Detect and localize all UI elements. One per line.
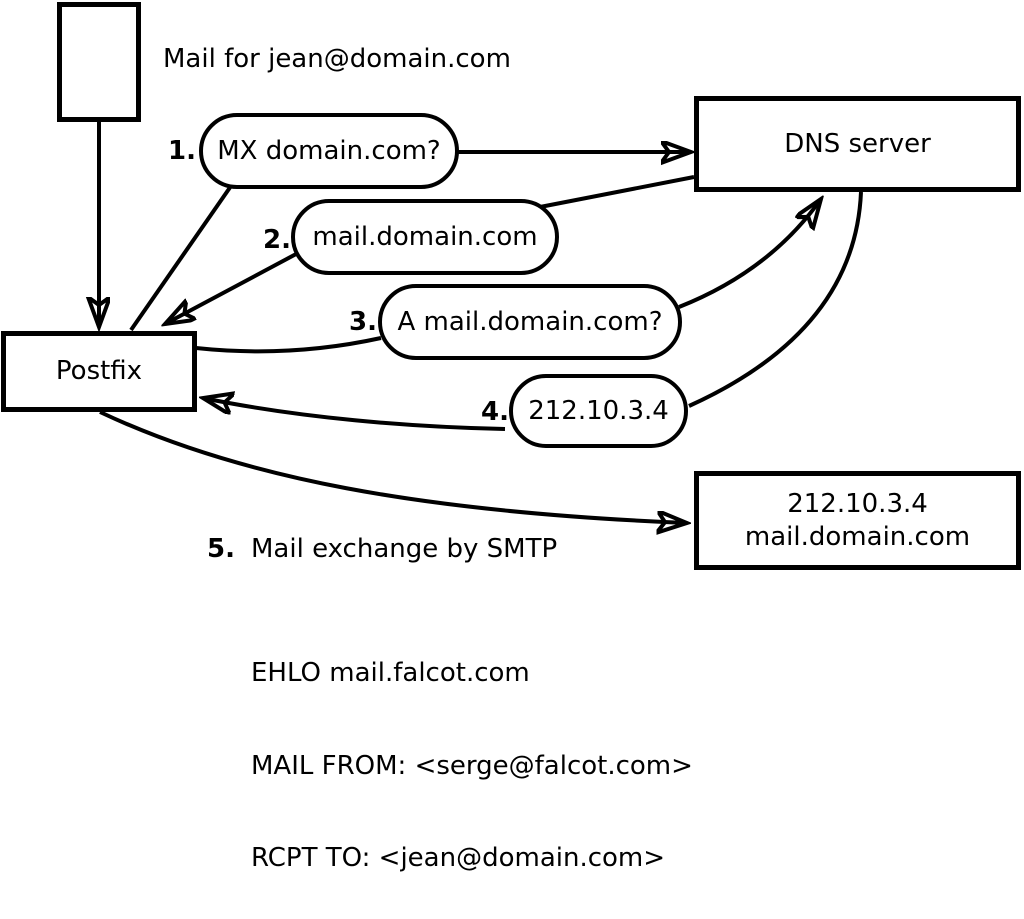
step-2-bubble: mail.domain.com [291, 199, 559, 275]
line-postfix-to-query3 [195, 336, 382, 354]
mail-server-ip: 212.10.3.4 [787, 488, 928, 519]
step-3-number: 3. [349, 307, 377, 337]
arrow-query3-to-dns [678, 199, 821, 309]
dns-server-box: DNS server [694, 96, 1021, 192]
postfix-box: Postfix [1, 331, 197, 412]
mail-for-label: Mail for jean@domain.com [163, 44, 511, 74]
arrow-answer4-to-postfix [203, 398, 506, 431]
step-3-bubble: A mail.domain.com? [378, 284, 682, 360]
postfix-box-label: Postfix [55, 356, 143, 386]
step-1-number: 1. [168, 136, 196, 166]
mail-server-box: 212.10.3.4 mail.domain.com [694, 471, 1021, 570]
step-2-label: mail.domain.com [312, 222, 538, 252]
line-postfix-to-query1 [129, 184, 233, 332]
step-1-label: MX domain.com? [217, 136, 441, 166]
step-1-bubble: MX domain.com? [199, 113, 459, 189]
step-5-number: 5. [207, 534, 235, 564]
line-dns-to-answer4 [688, 191, 863, 408]
step-4-number: 4. [481, 397, 509, 427]
step-2-number: 2. [263, 225, 291, 255]
smtp-session-line: RCPT TO: <jean@domain.com> [251, 843, 666, 873]
step-3-label: A mail.domain.com? [397, 307, 663, 337]
step-4-label: 212.10.3.4 [528, 396, 669, 426]
smtp-session-block: EHLO mail.falcot.com MAIL FROM: <serge@f… [251, 597, 693, 919]
arrow-answer2-to-postfix [165, 251, 299, 324]
step-5-label: Mail exchange by SMTP [251, 534, 558, 564]
mail-server-hostname: mail.domain.com [744, 521, 971, 552]
arrow-postfix-to-mailserver [99, 410, 687, 523]
step-4-bubble: 212.10.3.4 [509, 374, 688, 448]
dns-server-box-label: DNS server [784, 128, 931, 159]
line-dns-to-answer2 [539, 175, 695, 209]
smtp-session-line: MAIL FROM: <serge@falcot.com> [251, 750, 693, 781]
mail-message-icon [57, 2, 141, 122]
smtp-session-line: EHLO mail.falcot.com [251, 658, 530, 688]
